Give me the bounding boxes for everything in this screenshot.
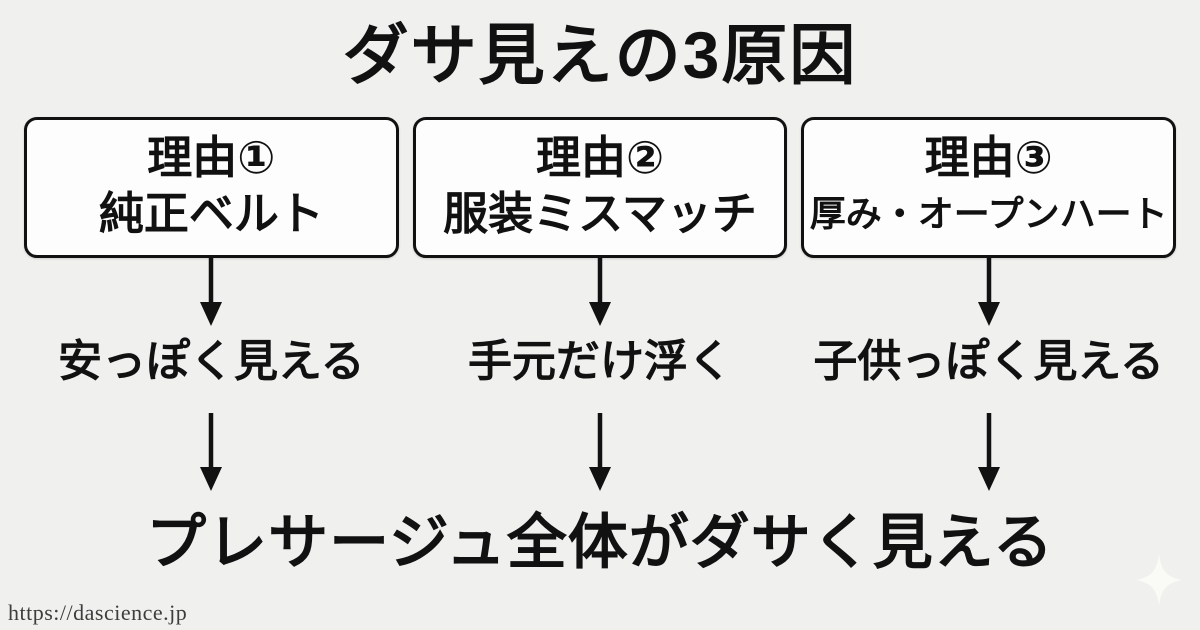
down-arrow-icon bbox=[589, 413, 611, 492]
reason-label: 理由③ bbox=[924, 132, 1053, 184]
reason-label: 理由① bbox=[147, 132, 276, 184]
page-title: ダサ見えの3原因 bbox=[342, 18, 858, 92]
down-arrow-icon bbox=[977, 258, 1000, 327]
effect-label-3: 子供っぽく見える bbox=[813, 337, 1165, 387]
effect-label-2: 手元だけ浮く bbox=[468, 337, 732, 387]
reason-name: 純正ベルト bbox=[98, 188, 324, 240]
down-arrow-icon bbox=[200, 413, 223, 492]
down-arrow-icon bbox=[200, 258, 223, 327]
reason-name: 厚み・オープンハート bbox=[809, 193, 1168, 235]
arrows-row-2 bbox=[0, 413, 1200, 492]
conclusion-text: プレサージュ全体がダサく見える bbox=[146, 509, 1054, 577]
down-arrow-icon bbox=[589, 258, 611, 327]
reason-label: 理由② bbox=[535, 132, 665, 184]
reason-box-1: 理由① 純正ベルト bbox=[24, 117, 399, 259]
reasons-row: 理由① 純正ベルト 理由② 服装ミスマッチ 理由③ 厚み・オープンハート bbox=[0, 117, 1200, 259]
reason-name: 服装ミスマッチ bbox=[443, 188, 757, 240]
arrows-row-1 bbox=[0, 258, 1200, 327]
down-arrow-icon bbox=[977, 413, 1000, 492]
effect-label-1: 安っぽく見える bbox=[57, 337, 365, 387]
reason-box-2: 理由② 服装ミスマッチ bbox=[412, 117, 788, 259]
site-url: https://dascience.jp bbox=[8, 600, 188, 625]
sparkle-icon bbox=[1136, 554, 1182, 606]
effects-row: 安っぽく見える 手元だけ浮く 子供っぽく見える bbox=[0, 336, 1200, 389]
reason-box-3: 理由③ 厚み・オープンハート bbox=[801, 117, 1177, 259]
